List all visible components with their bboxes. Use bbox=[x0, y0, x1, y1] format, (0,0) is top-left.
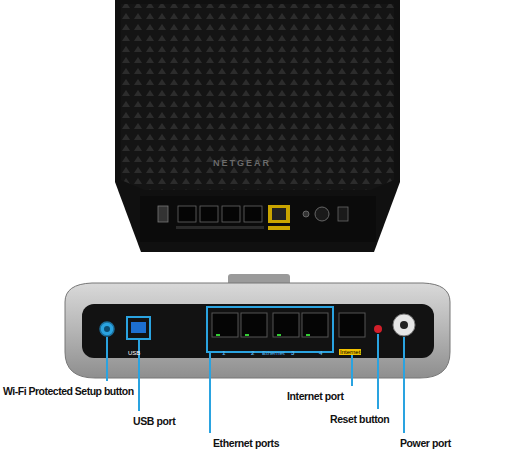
port-number-holder: 1 bbox=[222, 341, 225, 359]
port-label-holder: Ethernet bbox=[262, 341, 285, 359]
callout-label-holder: USB port bbox=[133, 411, 175, 429]
leader-line bbox=[351, 352, 353, 386]
leader-line bbox=[106, 337, 108, 381]
leader-line bbox=[209, 353, 211, 433]
callout-label: Internet port bbox=[287, 390, 344, 402]
callout-label: Power port bbox=[400, 437, 451, 449]
port-label: Ethernet bbox=[262, 350, 285, 356]
port-number-holder: 2 bbox=[251, 341, 254, 359]
port-label: USB bbox=[128, 350, 140, 356]
leader-line bbox=[377, 334, 379, 409]
router-rear-view bbox=[115, 0, 400, 252]
port-number-holder: 3 bbox=[291, 341, 294, 359]
callout-label: USB port bbox=[133, 415, 175, 427]
callout-label: Wi-Fi Protected Setup button bbox=[3, 385, 134, 397]
callout-label-holder: Reset button bbox=[330, 409, 389, 427]
callout-label: Reset button bbox=[330, 413, 389, 425]
port-label-holder: USB bbox=[128, 341, 140, 359]
callout-label: Ethernet ports bbox=[213, 437, 279, 449]
port-label-holder: Internet bbox=[339, 340, 361, 358]
leader-line bbox=[403, 337, 405, 433]
callout-label-holder: Wi-Fi Protected Setup button bbox=[3, 381, 134, 399]
logo-text: NETGEAR bbox=[213, 158, 271, 168]
port-number-holder: 4 bbox=[319, 341, 322, 359]
router-back-panel bbox=[65, 274, 450, 378]
logo-text-holder: NETGEAR bbox=[213, 152, 271, 170]
port-number: 1 bbox=[222, 350, 225, 356]
port-number: 2 bbox=[251, 350, 254, 356]
callout-label-holder: Internet port bbox=[287, 386, 344, 404]
callout-label-holder: Power port bbox=[400, 433, 451, 451]
port-number: 3 bbox=[291, 350, 294, 356]
callout-label-holder: Ethernet ports bbox=[213, 433, 279, 451]
port-number: 4 bbox=[319, 350, 322, 356]
port-label: Internet bbox=[339, 349, 361, 355]
